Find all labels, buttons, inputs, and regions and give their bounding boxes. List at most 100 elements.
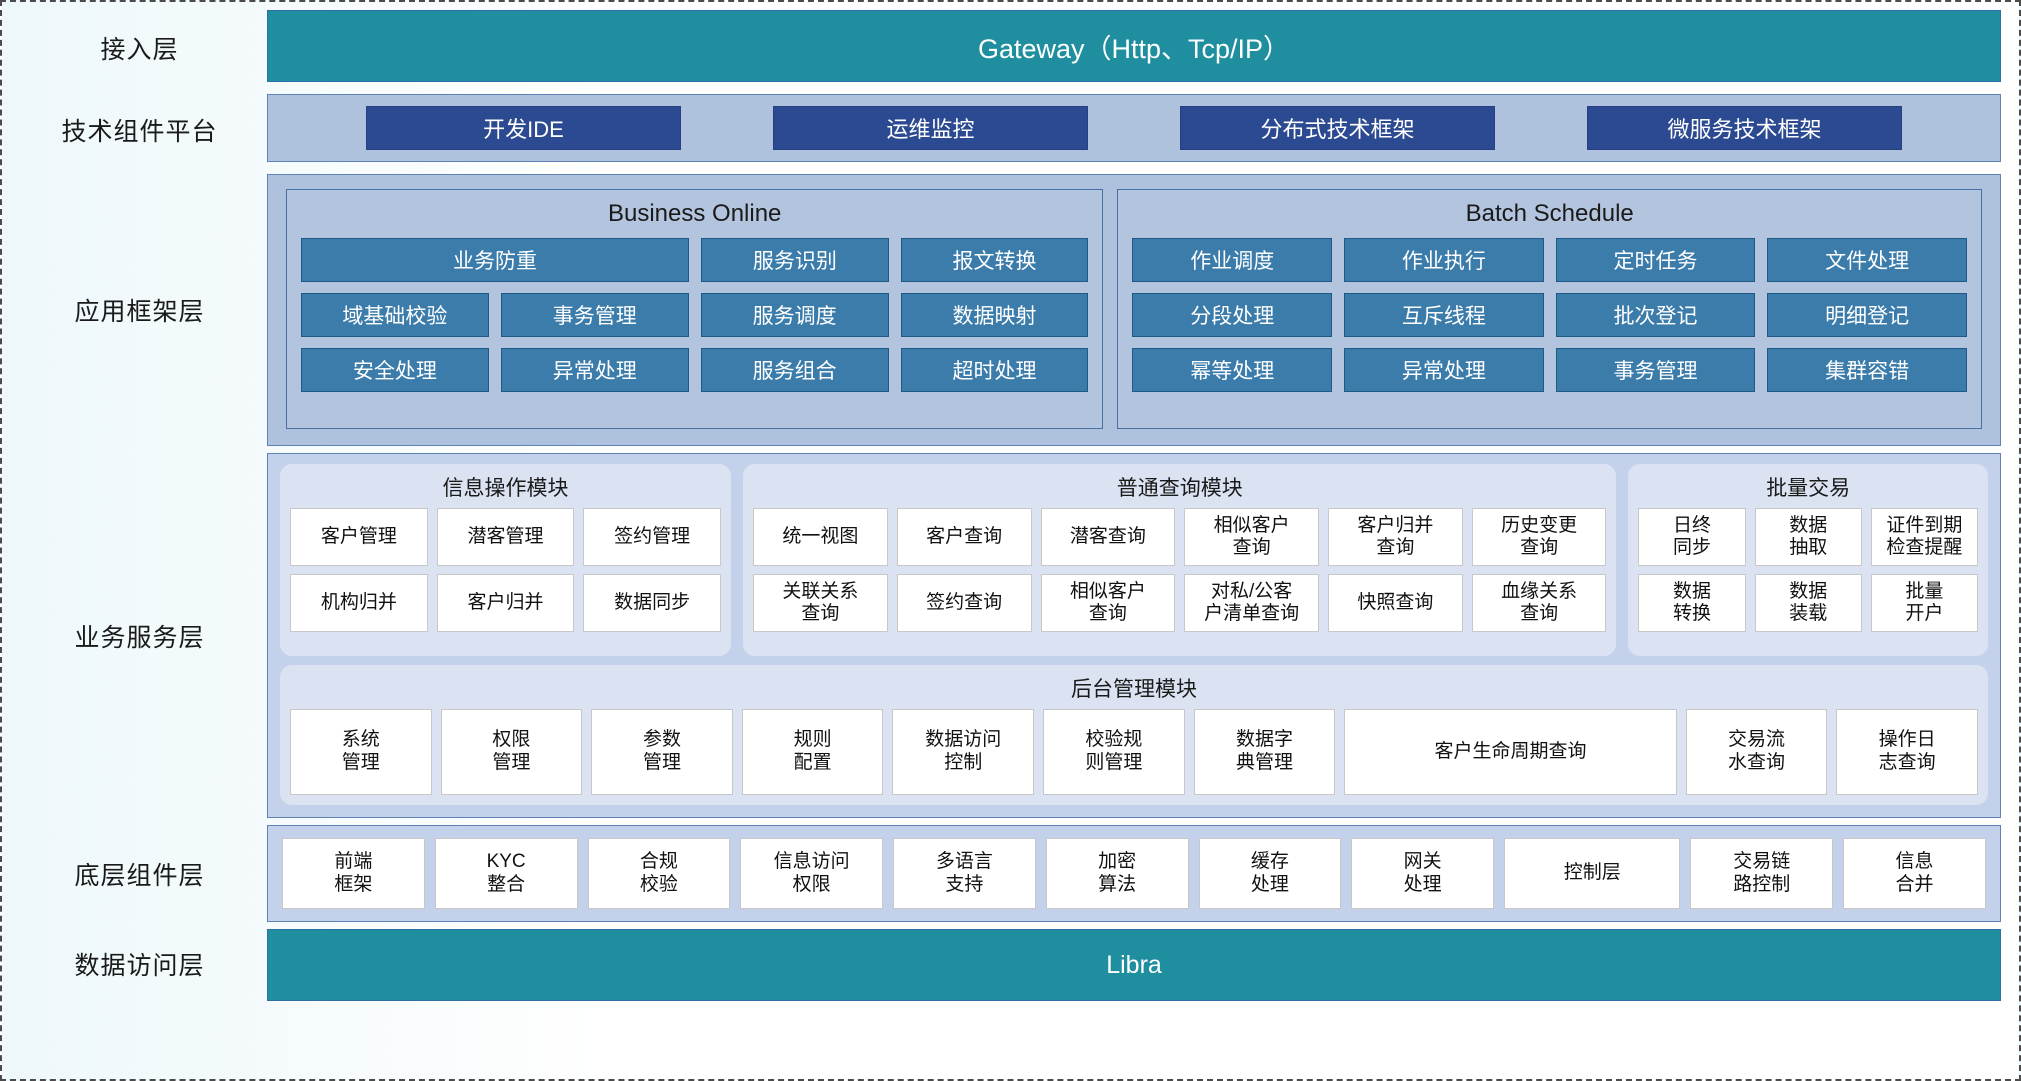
biz-row: 统一视图 客户查询 潜客查询 相似客户 查询 客户归并 查询 历史变更 查询	[753, 508, 1607, 566]
batch-tx-box-eod-sync[interactable]: 日终 同步	[1638, 508, 1746, 566]
panel-info-operation: 信息操作模块 客户管理 潜客管理 签约管理 机构归并 客户归并 数据同步	[280, 464, 732, 656]
gateway-bar: Gateway（Http、Tcp/IP）	[267, 10, 2001, 82]
admin-box-permission-mgmt[interactable]: 权限 管理	[440, 708, 583, 795]
query-box-snapshot-query[interactable]: 快照查询	[1327, 574, 1463, 632]
query-box-private-public-list-query[interactable]: 对私/公客 户清单查询	[1184, 574, 1319, 632]
app-framework-row: 域基础校验 事务管理 服务调度 数据映射	[301, 293, 1089, 337]
tech-item-distributed-framework[interactable]: 分布式技术框架	[1180, 106, 1495, 150]
biz-box-data-sync[interactable]: 数据同步	[583, 574, 722, 632]
query-box-unified-view[interactable]: 统一视图	[753, 508, 888, 566]
batch-box-job-schedule[interactable]: 作业调度	[1132, 238, 1333, 282]
panel-common-query: 普通查询模块 统一视图 客户查询 潜客查询 相似客户 查询 客户归并 查询 历史…	[743, 464, 1617, 656]
biz-row: 机构归并 客户归并 数据同步	[290, 574, 722, 632]
comp-box-encryption-algorithm[interactable]: 加密 算法	[1045, 838, 1189, 909]
batch-box-detail-register[interactable]: 明细登记	[1767, 293, 1967, 337]
layer-label-access: 接入层	[100, 36, 179, 64]
comp-box-transaction-chain-control[interactable]: 交易链 路控制	[1690, 838, 1834, 909]
comp-box-frontend-framework[interactable]: 前端 框架	[282, 838, 425, 909]
comp-box-gateway-processing[interactable]: 网关 处理	[1351, 838, 1494, 909]
batch-tx-box-data-transform[interactable]: 数据 转换	[1638, 574, 1746, 632]
query-box-similar-customer-query-2[interactable]: 相似客户 查询	[1040, 574, 1176, 632]
batch-box-exception[interactable]: 异常处理	[1344, 348, 1544, 392]
batch-box-transaction-mgmt[interactable]: 事务管理	[1555, 348, 1756, 392]
query-box-customer-merge-query[interactable]: 客户归并 查询	[1327, 508, 1463, 566]
tech-platform-bar: 开发IDE 运维监控 分布式技术框架 微服务技术框架	[267, 94, 2001, 162]
layer-label-dataaccess: 数据访问层	[74, 952, 205, 980]
biz-row: 客户管理 潜客管理 签约管理	[290, 508, 722, 566]
query-box-relation-query[interactable]: 关联关系 查询	[753, 574, 888, 632]
app-box-exception[interactable]: 异常处理	[500, 348, 689, 392]
biz-row: 数据 转换 数据 装载 批量 开户	[1638, 574, 1978, 632]
admin-box-operation-log-query[interactable]: 操作日 志查询	[1836, 708, 1978, 795]
query-box-customer-query[interactable]: 客户查询	[896, 508, 1032, 566]
batch-box-batch-register[interactable]: 批次登记	[1555, 293, 1756, 337]
biz-box-customer-merge[interactable]: 客户归并	[436, 574, 575, 632]
biz-box-customer-mgmt[interactable]: 客户管理	[290, 508, 428, 566]
comp-box-kyc-integration[interactable]: KYC 整合	[434, 838, 578, 909]
comp-box-compliance-check[interactable]: 合规 校验	[587, 838, 731, 909]
admin-box-system-mgmt[interactable]: 系统 管理	[290, 708, 432, 795]
app-box-business-dedup[interactable]: 业务防重	[301, 238, 690, 282]
tech-item-microservice-framework[interactable]: 微服务技术框架	[1587, 106, 1902, 150]
app-box-transaction-mgmt[interactable]: 事务管理	[500, 293, 689, 337]
app-box-data-mapping[interactable]: 数据映射	[900, 293, 1089, 337]
layer-data-access: 数据访问层 Libra	[12, 929, 2001, 1001]
admin-box-rule-config[interactable]: 规则 配置	[741, 708, 884, 795]
biz-box-org-merge[interactable]: 机构归并	[290, 574, 428, 632]
comp-box-cache-processing[interactable]: 缓存 处理	[1198, 838, 1342, 909]
batch-tx-box-bulk-account-open[interactable]: 批量 开户	[1870, 574, 1978, 632]
comp-box-multilanguage-support[interactable]: 多语言 支持	[893, 838, 1036, 909]
layer-label-appframework: 应用框架层	[74, 298, 205, 326]
biz-row: 日终 同步 数据 抽取 证件到期 检查提醒	[1638, 508, 1978, 566]
panel-backend-management: 后台管理模块 系统 管理 权限 管理 参数 管理 规则 配置 数据访问 控制 校…	[280, 664, 1988, 805]
admin-box-transaction-flow-query[interactable]: 交易流 水查询	[1685, 708, 1828, 795]
comp-box-info-merge[interactable]: 信息 合并	[1843, 838, 1986, 909]
comp-box-control-layer[interactable]: 控制层	[1504, 838, 1681, 909]
admin-box-data-dictionary-mgmt[interactable]: 数据字 典管理	[1193, 708, 1336, 795]
tech-item-ops-monitor[interactable]: 运维监控	[773, 106, 1088, 150]
tech-item-ide[interactable]: 开发IDE	[366, 106, 681, 150]
batch-tx-box-cert-expiry-reminder[interactable]: 证件到期 检查提醒	[1870, 508, 1978, 566]
layer-label-bottomcomp: 底层组件层	[74, 861, 205, 890]
panel-title-info-operation: 信息操作模块	[442, 477, 569, 500]
biz-box-contract-mgmt[interactable]: 签约管理	[583, 508, 722, 566]
app-box-security[interactable]: 安全处理	[301, 348, 489, 392]
app-framework-row: 业务防重 服务识别 报文转换	[301, 238, 1089, 282]
app-box-service-compose[interactable]: 服务组合	[700, 348, 889, 392]
admin-box-customer-lifecycle-query[interactable]: 客户生命周期查询	[1344, 708, 1677, 795]
admin-box-parameter-mgmt[interactable]: 参数 管理	[591, 708, 733, 795]
batch-box-cluster-tolerance[interactable]: 集群容错	[1767, 348, 1967, 392]
app-framework-container: Business Online 业务防重 服务识别 报文转换 域基础校验 事务管…	[267, 174, 2001, 446]
biz-box-prospect-mgmt[interactable]: 潜客管理	[436, 508, 575, 566]
batch-box-idempotent[interactable]: 幂等处理	[1132, 348, 1333, 392]
app-box-service-identify[interactable]: 服务识别	[701, 238, 889, 282]
batch-box-mutex-thread[interactable]: 互斥线程	[1344, 293, 1544, 337]
app-box-service-dispatch[interactable]: 服务调度	[700, 293, 889, 337]
query-box-lineage-query[interactable]: 血缘关系 查询	[1471, 574, 1607, 632]
app-framework-row: 作业调度 作业执行 定时任务 文件处理	[1132, 238, 1967, 282]
comp-box-info-access-permission[interactable]: 信息访问 权限	[740, 838, 883, 909]
app-box-domain-validate[interactable]: 域基础校验	[301, 293, 489, 337]
app-box-timeout[interactable]: 超时处理	[900, 348, 1089, 392]
batch-tx-box-data-extract[interactable]: 数据 抽取	[1754, 508, 1862, 566]
query-box-contract-query[interactable]: 签约查询	[896, 574, 1032, 632]
batch-box-file-process[interactable]: 文件处理	[1767, 238, 1967, 282]
layer-app-framework: 应用框架层 Business Online 业务防重 服务识别 报文转换 域基础…	[12, 174, 2001, 446]
layer-tech-platform: 技术组件平台 开发IDE 运维监控 分布式技术框架 微服务技术框架	[12, 94, 2001, 166]
biz-row: 关联关系 查询 签约查询 相似客户 查询 对私/公客 户清单查询 快照查询 血缘…	[753, 574, 1607, 632]
panel-title-batch-schedule: Batch Schedule	[1465, 200, 1634, 227]
query-box-prospect-query[interactable]: 潜客查询	[1040, 508, 1176, 566]
query-box-history-change-query[interactable]: 历史变更 查询	[1471, 508, 1607, 566]
layer-access: 接入层 Gateway（Http、Tcp/IP）	[12, 10, 2001, 86]
batch-tx-box-data-load[interactable]: 数据 装载	[1754, 574, 1862, 632]
query-box-similar-customer-query[interactable]: 相似客户 查询	[1184, 508, 1319, 566]
business-service-bottom-row: 后台管理模块 系统 管理 权限 管理 参数 管理 规则 配置 数据访问 控制 校…	[280, 664, 1988, 805]
panel-business-online: Business Online 业务防重 服务识别 报文转换 域基础校验 事务管…	[286, 189, 1104, 429]
app-box-message-convert[interactable]: 报文转换	[900, 238, 1089, 282]
batch-box-scheduled-task[interactable]: 定时任务	[1555, 238, 1756, 282]
batch-box-segment-process[interactable]: 分段处理	[1132, 293, 1333, 337]
admin-box-data-access-control[interactable]: 数据访问 控制	[892, 708, 1035, 795]
batch-box-job-execute[interactable]: 作业执行	[1344, 238, 1544, 282]
admin-box-validation-rule-mgmt[interactable]: 校验规 则管理	[1043, 708, 1185, 795]
